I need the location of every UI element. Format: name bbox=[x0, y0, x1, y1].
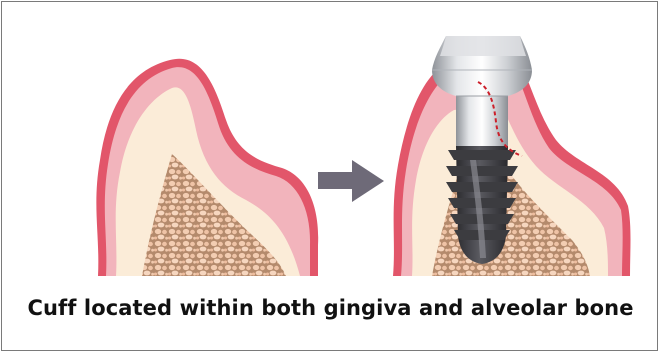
right-arrow-icon bbox=[318, 160, 384, 202]
ridge-before bbox=[96, 59, 318, 276]
ridge-after bbox=[393, 36, 631, 276]
figure-caption: Cuff located within both gingiva and alv… bbox=[0, 296, 661, 320]
